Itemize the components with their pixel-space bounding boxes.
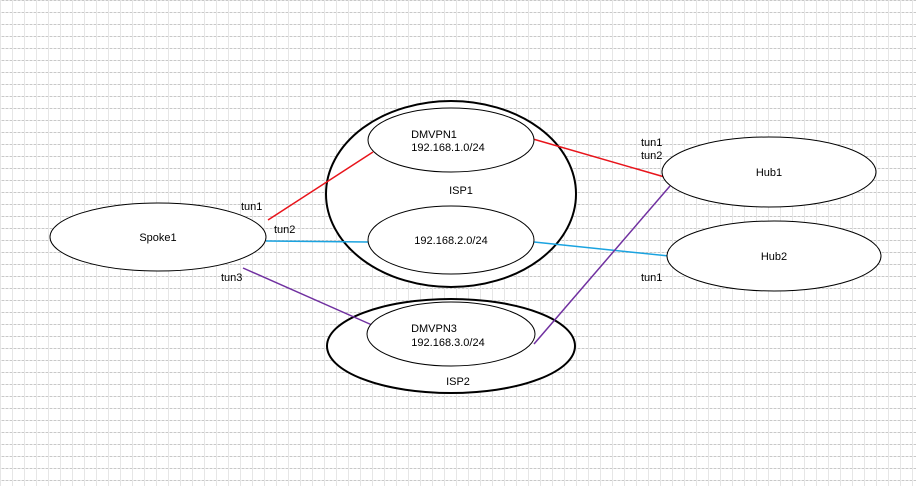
isp2-label: ISP2 xyxy=(446,376,470,388)
link-net2-hub2 xyxy=(533,241,670,257)
spoke1-node[interactable] xyxy=(49,202,267,272)
dmvpn3-subnet: 192.168.3.0/24 xyxy=(411,337,484,349)
hub1-tun2-label: tun2 xyxy=(641,150,662,162)
isp1-label: ISP1 xyxy=(449,185,473,197)
hub1-tun1-label: tun1 xyxy=(641,137,662,149)
link-spoke1-net2 xyxy=(265,240,369,243)
hub2-label: Hub2 xyxy=(761,251,787,263)
link-dmvpn3-hub1 xyxy=(533,185,671,345)
link-dmvpn1-hub1 xyxy=(532,138,669,179)
dmvpn3-title: DMVPN3 xyxy=(411,323,457,335)
net2-subnet: 192.168.2.0/24 xyxy=(414,235,487,247)
hub1-label: Hub1 xyxy=(756,167,782,179)
spoke1-label: Spoke1 xyxy=(139,232,176,244)
dmvpn1-node[interactable] xyxy=(367,107,535,173)
hub2-tun1-label: tun1 xyxy=(641,272,662,284)
spoke-tun2-label: tun2 xyxy=(274,224,295,236)
spoke-tun1-label: tun1 xyxy=(241,201,262,213)
hub1-node[interactable] xyxy=(661,136,877,208)
dmvpn1-title: DMVPN1 xyxy=(411,129,457,141)
link-spoke1-dmvpn3 xyxy=(242,267,373,326)
hub2-node[interactable] xyxy=(666,220,882,292)
spoke-tun3-label: tun3 xyxy=(221,272,242,284)
net2-node[interactable] xyxy=(367,205,535,275)
dmvpn1-subnet: 192.168.1.0/24 xyxy=(411,142,484,154)
link-spoke1-dmvpn1 xyxy=(267,151,374,221)
dmvpn3-node[interactable] xyxy=(366,301,536,367)
